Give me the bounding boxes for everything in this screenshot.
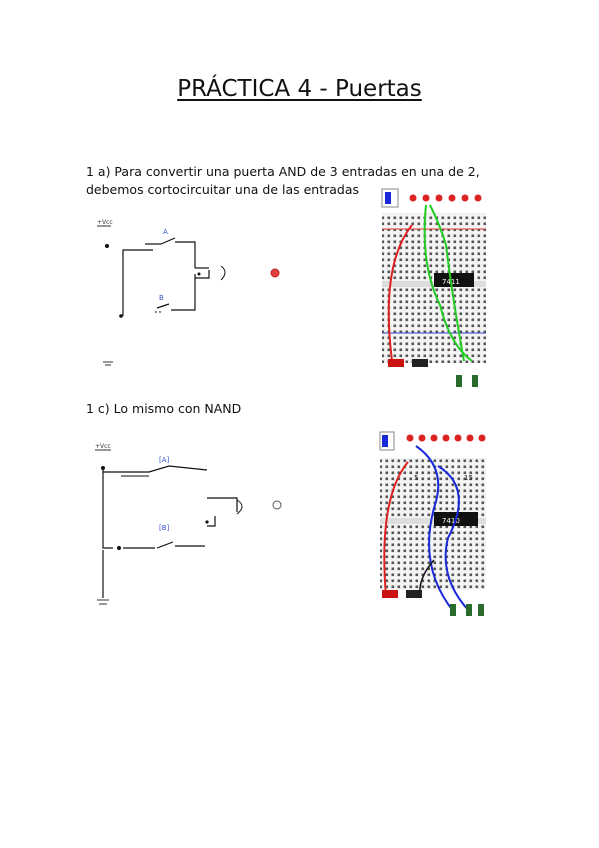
schematic-1a: +Vcc A B: [97, 219, 280, 366]
input-switch-b-1a[interactable]: [472, 375, 478, 387]
switch-b-label-1c: [B]: [159, 524, 170, 532]
led-output-1a: [270, 268, 280, 278]
ground-socket-1a: [412, 359, 428, 367]
wire-red-1c: [383, 461, 409, 597]
led-row-1c: [406, 434, 486, 442]
column-label-5: 5: [414, 474, 418, 482]
page-title: PRÁCTICA 4 - Puertas: [177, 76, 422, 102]
section-1a-text-line2: debemos cortocircuitar una de las entrad…: [86, 182, 360, 197]
wire-blue-1c: [415, 445, 455, 613]
ground-socket-1c: [406, 590, 422, 598]
breadboard-1c: 5 15 7410: [378, 428, 486, 624]
switch-b-1a[interactable]: B: [155, 278, 196, 313]
ground-symbol-1a: [103, 361, 113, 366]
column-label-15: 15: [464, 474, 473, 482]
input-switch-b-1c[interactable]: [466, 604, 472, 616]
chip-label-1c: 7410: [442, 517, 460, 525]
ground-symbol-1c: [97, 550, 109, 605]
switch-b-1c[interactable]: [B]: [117, 524, 205, 550]
switch-a-1c[interactable]: [A]: [103, 456, 208, 477]
switch-a-label-1c: [A]: [159, 456, 170, 464]
switch-a-1a[interactable]: A: [145, 228, 196, 268]
input-switch-a-1a[interactable]: [456, 375, 462, 387]
led-output-1c: [272, 500, 282, 510]
wire-green-1a: [429, 204, 465, 362]
schematic-1c: +Vcc [A] [B]: [95, 443, 282, 605]
nand-gate-1c: [205, 497, 243, 527]
and-gate-1a: [194, 265, 226, 281]
chip-7411: [434, 273, 474, 287]
section-1a-text-line1: 1 a) Para convertir una puerta AND de 3 …: [86, 164, 480, 179]
power-socket-1c: [382, 590, 398, 598]
wire-vcc-1a: [122, 249, 153, 316]
power-socket-1a: [388, 359, 404, 367]
input-switch-c-1c[interactable]: [478, 604, 484, 616]
section-1c-heading: 1 c) Lo mismo con NAND: [86, 401, 242, 416]
wire-red-1a: [387, 224, 413, 362]
switch-b-label-1a: B: [159, 294, 164, 302]
vcc-label-1c: +Vcc: [95, 443, 111, 450]
switch-a-label-1a: A: [163, 228, 168, 236]
led-row-1a: [409, 194, 482, 202]
vcc-label-1a: +Vcc: [97, 219, 113, 226]
input-switch-a-1c[interactable]: [450, 604, 456, 616]
vcc-node-1a: [105, 244, 109, 248]
wire-vcc-1c: [102, 468, 113, 549]
breadboard-1a: 7411: [380, 185, 486, 398]
